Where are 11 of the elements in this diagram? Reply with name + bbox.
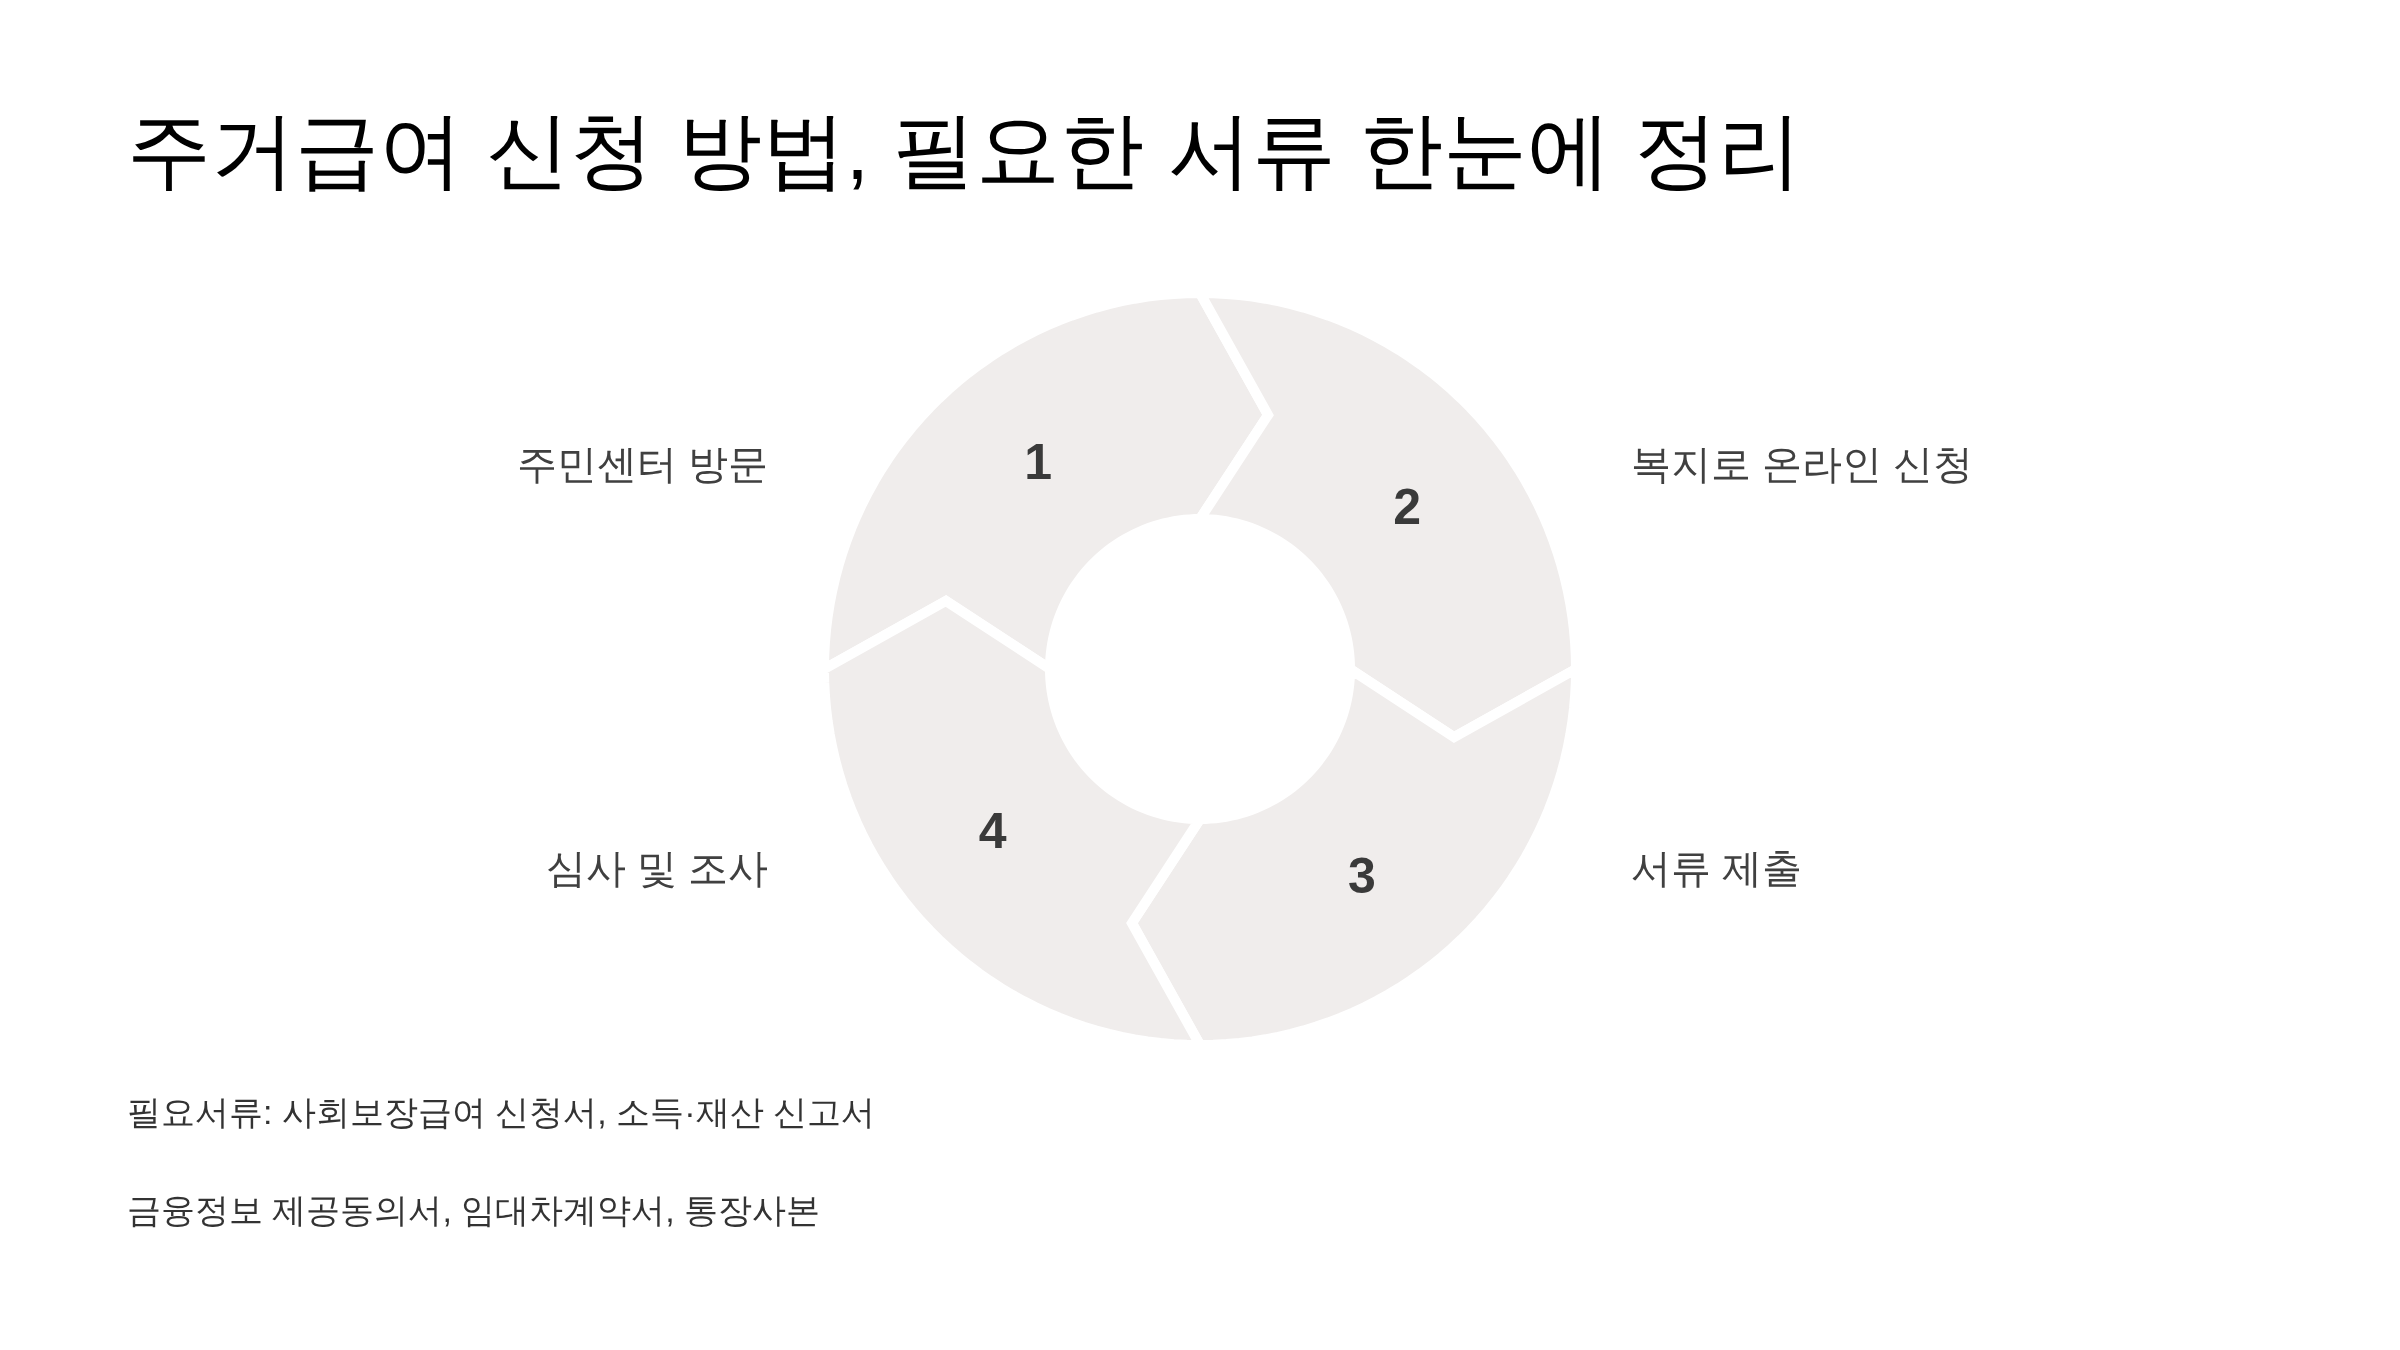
step-label: 주민센터 방문: [516, 444, 768, 484]
note-text: 금융정보 제공동의서, 임대차계약서, 통장사본: [127, 1193, 821, 1227]
step-number: 2: [1393, 482, 1422, 533]
step-label: 서류 제출: [1631, 848, 1803, 888]
title: 주거급여 신청 방법, 필요한 서류 한눈에 정리: [127, 108, 1803, 192]
step-number: 1: [1024, 436, 1052, 487]
step-label: 복지로 온라인 신청: [1631, 444, 1974, 484]
step-number: 4: [978, 805, 1007, 856]
step-label: 심사 및 조사: [545, 848, 768, 888]
step-number: 3: [1348, 851, 1376, 902]
note-text: 필요서류: 사회보장급여 신청서, 소득·재산 신고서: [127, 1095, 875, 1129]
